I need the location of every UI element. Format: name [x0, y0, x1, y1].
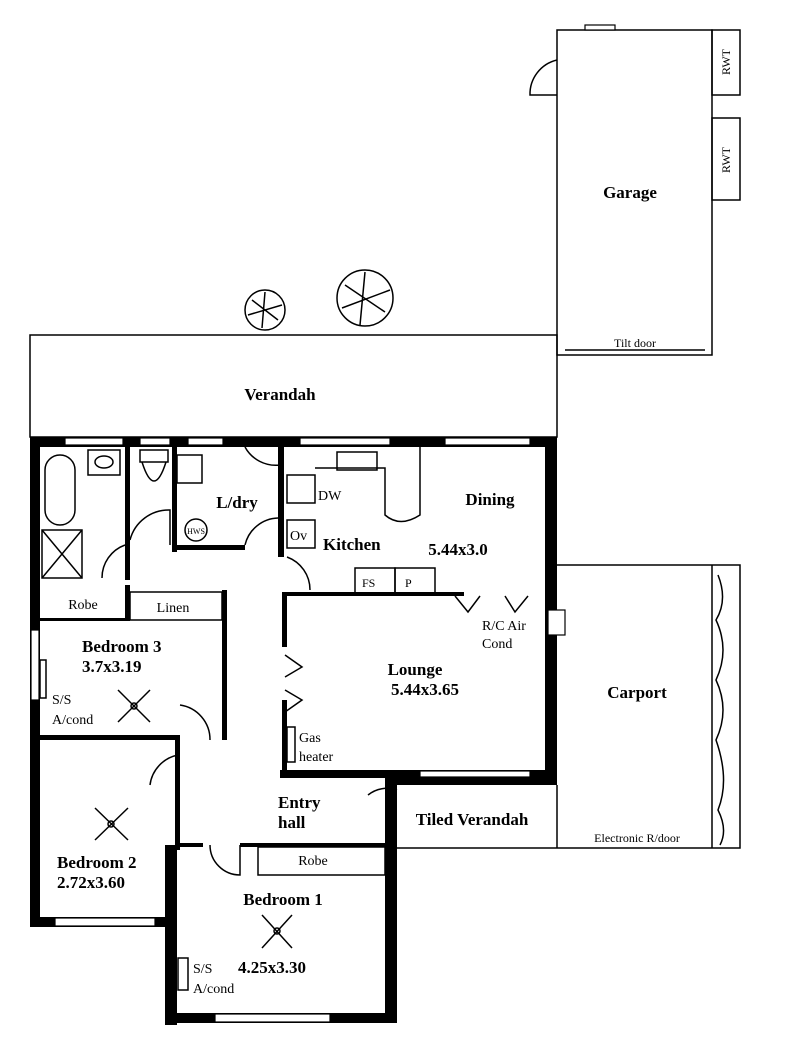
fridge-space-label: FS: [362, 576, 375, 590]
roller-door-label: Electronic R/door: [594, 831, 680, 845]
tree-icon: [336, 269, 394, 327]
dining-size: 5.44x3.0: [428, 540, 488, 559]
gas-heater-label: Gas: [299, 731, 321, 746]
rwt-label: RWT: [719, 48, 733, 75]
pantry-label: P: [405, 576, 412, 590]
bedroom3-label: Bedroom 3: [82, 637, 162, 656]
toilet-icon: [139, 449, 169, 482]
hws-label: HWS: [187, 527, 205, 536]
basin-icon: [87, 449, 121, 476]
verandah-label: Verandah: [244, 385, 316, 404]
laundry-label: L/dry: [216, 493, 258, 512]
bath-icon: [44, 454, 76, 526]
aircon-label: A/cond: [193, 982, 234, 997]
bedroom3-size: 3.7x3.19: [82, 657, 142, 676]
gas-heater-label: heater: [299, 750, 334, 765]
tiled-verandah-label: Tiled Verandah: [416, 810, 529, 829]
split-system-label: S/S: [193, 962, 212, 977]
bedroom1-label: Bedroom 1: [243, 890, 323, 909]
garage: RWT RWT Garage Tilt door: [529, 24, 741, 356]
robe-label: Robe: [68, 598, 98, 613]
trough-icon: [176, 454, 203, 484]
lounge-label: Lounge: [388, 660, 443, 679]
lounge-size: 5.44x3.65: [391, 680, 459, 699]
tree-icon: [244, 289, 286, 331]
tilt-door-label: Tilt door: [614, 336, 656, 350]
bedroom1-size: 4.25x3.30: [238, 958, 306, 977]
kitchen-label: Kitchen: [323, 535, 381, 554]
entry-hall-label: Entry: [278, 793, 321, 812]
aircon-label: A/cond: [52, 713, 93, 728]
carport: [397, 564, 741, 849]
shower-icon: [41, 529, 83, 579]
robe-label: Robe: [298, 854, 328, 869]
doors: [101, 446, 529, 876]
walls: [30, 437, 557, 1025]
ceiling-fan-icon: [117, 689, 151, 723]
carport-label: Carport: [607, 683, 667, 702]
vine-icon: [715, 574, 725, 846]
aircon-label: Cond: [482, 637, 512, 652]
kitchen-benches: [286, 447, 436, 595]
entry-hall-label: hall: [278, 813, 306, 832]
ceiling-fan-icon: [94, 807, 129, 841]
bedroom2-label: Bedroom 2: [57, 853, 137, 872]
oven-label: Ov: [290, 529, 307, 544]
rainwater-tank-top: [711, 29, 741, 96]
split-system-label: S/S: [52, 693, 71, 708]
linen-label: Linen: [157, 601, 190, 616]
rwt-label: RWT: [719, 146, 733, 173]
aircon-unit: [547, 609, 566, 636]
windows: [30, 437, 566, 1023]
hot-water-service-icon: [184, 518, 208, 542]
rainwater-tank-bottom: [711, 117, 741, 201]
bedroom2-size: 2.72x3.60: [57, 873, 125, 892]
garage-label: Garage: [603, 183, 657, 202]
ceiling-fan-icon: [261, 914, 293, 949]
aircon-label: R/C Air: [482, 619, 526, 634]
dining-label: Dining: [465, 490, 515, 509]
dishwasher-label: DW: [318, 489, 342, 504]
